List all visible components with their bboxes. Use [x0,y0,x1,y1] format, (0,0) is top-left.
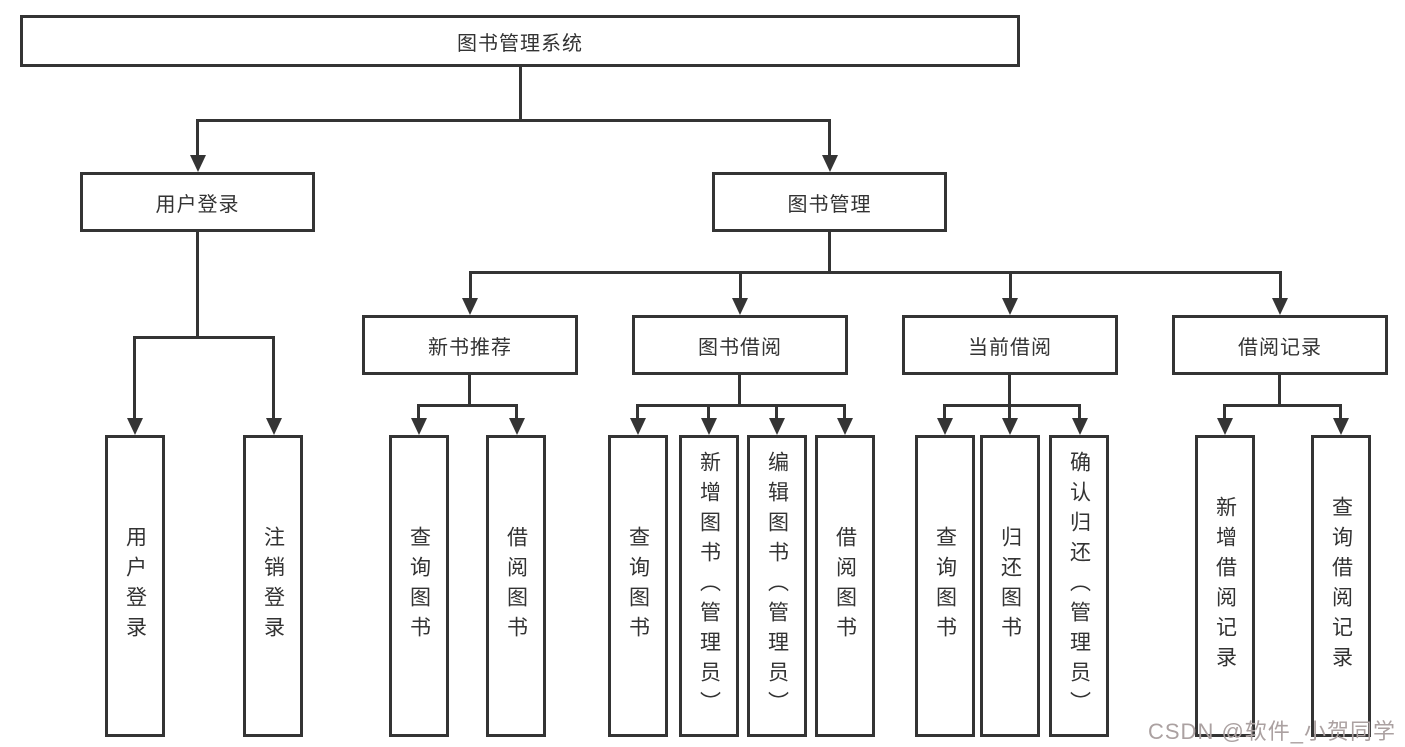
arrowhead-down-icon [411,418,427,435]
csdn-watermark: CSDN @软件_小贺同学 [1148,719,1397,744]
connector-segment [843,404,846,419]
node-label: 图书管理 [787,193,872,216]
node-label: 查询图书 [933,526,957,646]
connector-segment [828,232,831,274]
connector-segment [828,119,831,157]
leaf-confirm-return-admin: 确认归还（管理员） [1049,435,1109,737]
arrowhead-down-icon [1217,418,1233,435]
node-borrowing-records: 借阅记录 [1172,315,1388,375]
arrowhead-down-icon [769,418,785,435]
connector-segment [739,271,742,299]
node-label: 用户登录 [155,193,240,216]
connector-segment [469,271,1282,274]
leaf-borrow-books-recommend: 借阅图书 [486,435,546,737]
arrowhead-down-icon [701,418,717,435]
node-new-book-recommendation: 新书推荐 [362,315,578,375]
leaf-query-borrow-record: 查询借阅记录 [1311,435,1371,737]
node-label: 借阅记录 [1238,336,1322,359]
leaf-borrow-books-borrowing: 借阅图书 [815,435,875,737]
leaf-query-books-recommend: 查询图书 [389,435,449,737]
connector-segment [636,404,846,407]
connector-segment [1279,271,1282,299]
leaf-query-books-current: 查询图书 [915,435,975,737]
arrowhead-down-icon [190,155,206,172]
node-label: 新书推荐 [428,336,512,359]
connector-segment [519,67,522,122]
connector-segment [1278,375,1281,407]
connector-segment [1078,404,1081,419]
node-label: 借阅图书 [504,526,528,646]
arrowhead-down-icon [732,298,748,315]
leaf-add-borrow-record: 新增借阅记录 [1195,435,1255,737]
connector-segment [1008,375,1011,407]
arrowhead-down-icon [937,418,953,435]
connector-segment [1223,404,1226,419]
connector-segment [133,336,136,419]
connector-segment [1008,404,1011,419]
node-current-borrowing: 当前借阅 [902,315,1118,375]
arrowhead-down-icon [822,155,838,172]
arrowhead-down-icon [462,298,478,315]
node-label: 查询借阅记录 [1329,496,1353,676]
node-library-management-system: 图书管理系统 [20,15,1020,67]
connector-segment [196,119,831,122]
node-label: 查询图书 [407,526,431,646]
connector-segment [1009,271,1012,299]
node-book-borrowing: 图书借阅 [632,315,848,375]
node-label: 归还图书 [998,526,1022,646]
connector-segment [738,375,741,407]
arrowhead-down-icon [1272,298,1288,315]
node-label: 查询图书 [626,526,650,646]
arrowhead-down-icon [1002,298,1018,315]
arrowhead-down-icon [266,418,282,435]
arrowhead-down-icon [1072,418,1088,435]
connector-segment [196,119,199,157]
node-label: 确认归还（管理员） [1067,451,1091,721]
arrowhead-down-icon [1002,418,1018,435]
leaf-add-books-admin: 新增图书（管理员） [679,435,739,737]
node-label: 图书借阅 [698,336,782,359]
connector-segment [636,404,639,419]
node-label: 当前借阅 [968,336,1052,359]
leaf-return-books: 归还图书 [980,435,1040,737]
connector-segment [775,404,778,419]
connector-segment [943,404,946,419]
connector-segment [943,404,1081,407]
leaf-edit-books-admin: 编辑图书（管理员） [747,435,807,737]
leaf-query-books-borrowing: 查询图书 [608,435,668,737]
connector-segment [1339,404,1342,419]
arrowhead-down-icon [630,418,646,435]
connector-segment [272,336,275,419]
node-label: 注销登录 [261,526,285,646]
node-label: 图书管理系统 [457,32,583,55]
arrowhead-down-icon [837,418,853,435]
node-label: 新增借阅记录 [1213,496,1237,676]
node-user-login: 用户登录 [80,172,315,232]
connector-segment [468,375,471,407]
node-book-management: 图书管理 [712,172,947,232]
connector-segment [417,404,518,407]
arrowhead-down-icon [509,418,525,435]
node-label: 编辑图书（管理员） [765,451,789,721]
node-label: 用户登录 [123,526,147,646]
connector-segment [133,336,275,339]
connector-segment [196,232,199,339]
leaf-user-login: 用户登录 [105,435,165,737]
arrowhead-down-icon [1333,418,1349,435]
node-label: 新增图书（管理员） [697,451,721,721]
connector-segment [707,404,710,419]
leaf-logout: 注销登录 [243,435,303,737]
arrowhead-down-icon [127,418,143,435]
connector-segment [515,404,518,419]
connector-segment [1223,404,1341,407]
connector-segment [469,271,472,299]
node-label: 借阅图书 [833,526,857,646]
connector-segment [417,404,420,419]
